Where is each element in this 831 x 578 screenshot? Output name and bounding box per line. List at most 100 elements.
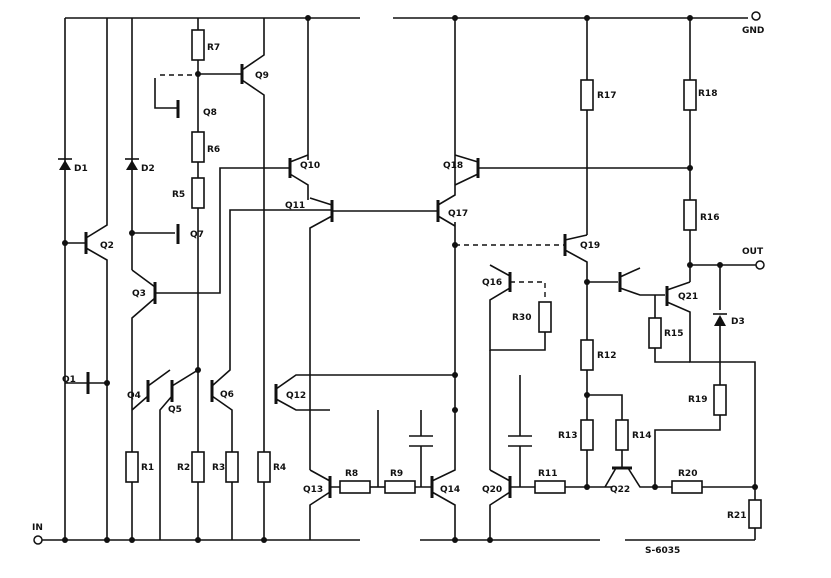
label-q16: Q16 xyxy=(482,278,502,288)
q6-leads xyxy=(211,209,332,540)
gnd-terminal-icon[interactable] xyxy=(751,11,761,21)
label-q10: Q10 xyxy=(300,161,320,171)
label-r6: R6 xyxy=(207,145,220,155)
label-r15: R15 xyxy=(664,329,683,339)
label-d2: D2 xyxy=(141,164,155,174)
resistor-r15-icon xyxy=(648,317,662,349)
resistor-r21-icon xyxy=(671,480,703,494)
label-r16: R21 xyxy=(727,511,746,521)
label-q2: Q2 xyxy=(100,241,114,251)
q14-leads xyxy=(431,222,456,540)
label-r9: R9 xyxy=(390,469,403,479)
q12-leads xyxy=(275,374,455,411)
resistor-r12-icon xyxy=(580,419,594,451)
resistor-r7-icon xyxy=(191,29,205,61)
q3-base xyxy=(155,167,290,294)
q11-leads xyxy=(309,197,438,470)
out-terminal-icon[interactable] xyxy=(755,260,765,270)
capacitor-2-icon xyxy=(508,435,532,447)
out-label: OUT xyxy=(742,247,764,257)
in-label: IN xyxy=(32,523,43,533)
q13-leads xyxy=(309,469,340,540)
label-q20: Q20 xyxy=(482,485,502,495)
label-q7: Q7 xyxy=(190,230,204,240)
label-d3: D3 xyxy=(731,317,745,327)
r20-bottom xyxy=(654,415,721,487)
resistor-r16-icon xyxy=(748,499,762,529)
q8-loop xyxy=(154,78,178,109)
label-r13: R11 xyxy=(538,469,557,479)
label-q6: Q6 xyxy=(220,390,234,400)
label-r19: R18 xyxy=(698,89,717,99)
label-q19: Q19 xyxy=(580,241,600,251)
label-r7: R7 xyxy=(207,43,220,53)
gnd-label: GND xyxy=(742,26,764,36)
label-r17: R16 xyxy=(700,213,719,223)
resistor-r19-icon xyxy=(683,79,697,111)
label-q18: Q18 xyxy=(443,161,463,171)
label-r30: R30 xyxy=(512,313,531,323)
in-terminal-icon[interactable] xyxy=(33,535,43,545)
resistor-r2-icon xyxy=(191,451,205,483)
label-q14: Q14 xyxy=(440,485,460,495)
label-q13: Q13 xyxy=(303,485,323,495)
q5-leads xyxy=(159,369,199,540)
junction-dots xyxy=(62,15,758,543)
q4-leads xyxy=(131,369,171,411)
q17-leads xyxy=(437,18,456,227)
resistor-r13-icon xyxy=(534,480,566,494)
label-r11: R12 xyxy=(597,351,616,361)
resistor-r1-icon xyxy=(125,451,139,483)
label-r2: R2 xyxy=(177,463,190,473)
q9-leads xyxy=(198,18,265,540)
diode-d1-icon xyxy=(59,160,71,170)
q16-base-dash xyxy=(510,281,546,300)
resistor-r30-icon xyxy=(538,301,552,333)
resistor-r14-icon xyxy=(615,419,629,451)
q21-leads xyxy=(666,281,756,500)
capacitor-1-icon xyxy=(409,435,433,447)
drawing-number: S-6035 xyxy=(645,546,680,556)
label-r12: R13 xyxy=(558,431,577,441)
label-q17: Q17 xyxy=(448,209,468,219)
label-q12: Q12 xyxy=(286,391,306,401)
resistor-r3-icon xyxy=(225,451,239,483)
q2-emitter xyxy=(85,247,108,540)
q20out-leads xyxy=(619,267,665,296)
label-r5: R5 xyxy=(172,190,185,200)
q22-leads xyxy=(604,450,655,488)
q19-leads xyxy=(564,234,588,340)
diode-d3-icon xyxy=(714,315,726,326)
resistor-r18-icon xyxy=(580,79,594,111)
resistor-r9-icon xyxy=(384,480,416,494)
q2-collector xyxy=(85,18,108,239)
label-d1: D1 xyxy=(74,164,88,174)
label-r4: R4 xyxy=(273,463,286,473)
label-q1: Q1 xyxy=(62,375,76,385)
q10-leads xyxy=(289,154,309,200)
resistor-r4-icon xyxy=(257,451,271,483)
label-q8: Q8 xyxy=(203,108,217,118)
resistor-r20-icon xyxy=(713,384,727,416)
r15-wire xyxy=(654,295,690,363)
resistor-r17-icon xyxy=(683,199,697,231)
label-r14: R14 xyxy=(632,431,651,441)
label-q5: Q5 xyxy=(168,405,182,415)
diode-d2-icon xyxy=(126,160,138,170)
resistor-r8-icon xyxy=(339,480,371,494)
q18-leads xyxy=(454,154,690,186)
label-r1: R1 xyxy=(141,463,154,473)
label-r3: R3 xyxy=(212,463,225,473)
label-q4: Q4 xyxy=(127,391,141,401)
label-q9: Q9 xyxy=(255,71,269,81)
resistor-r6-icon xyxy=(191,131,205,163)
label-r8: R8 xyxy=(345,469,358,479)
label-q21: Q21 xyxy=(678,292,698,302)
q3-leads xyxy=(131,269,156,540)
label-q3: Q3 xyxy=(132,289,146,299)
label-q11: Q11 xyxy=(285,201,305,211)
q20-leads xyxy=(489,469,535,540)
label-r21: R20 xyxy=(678,469,697,479)
